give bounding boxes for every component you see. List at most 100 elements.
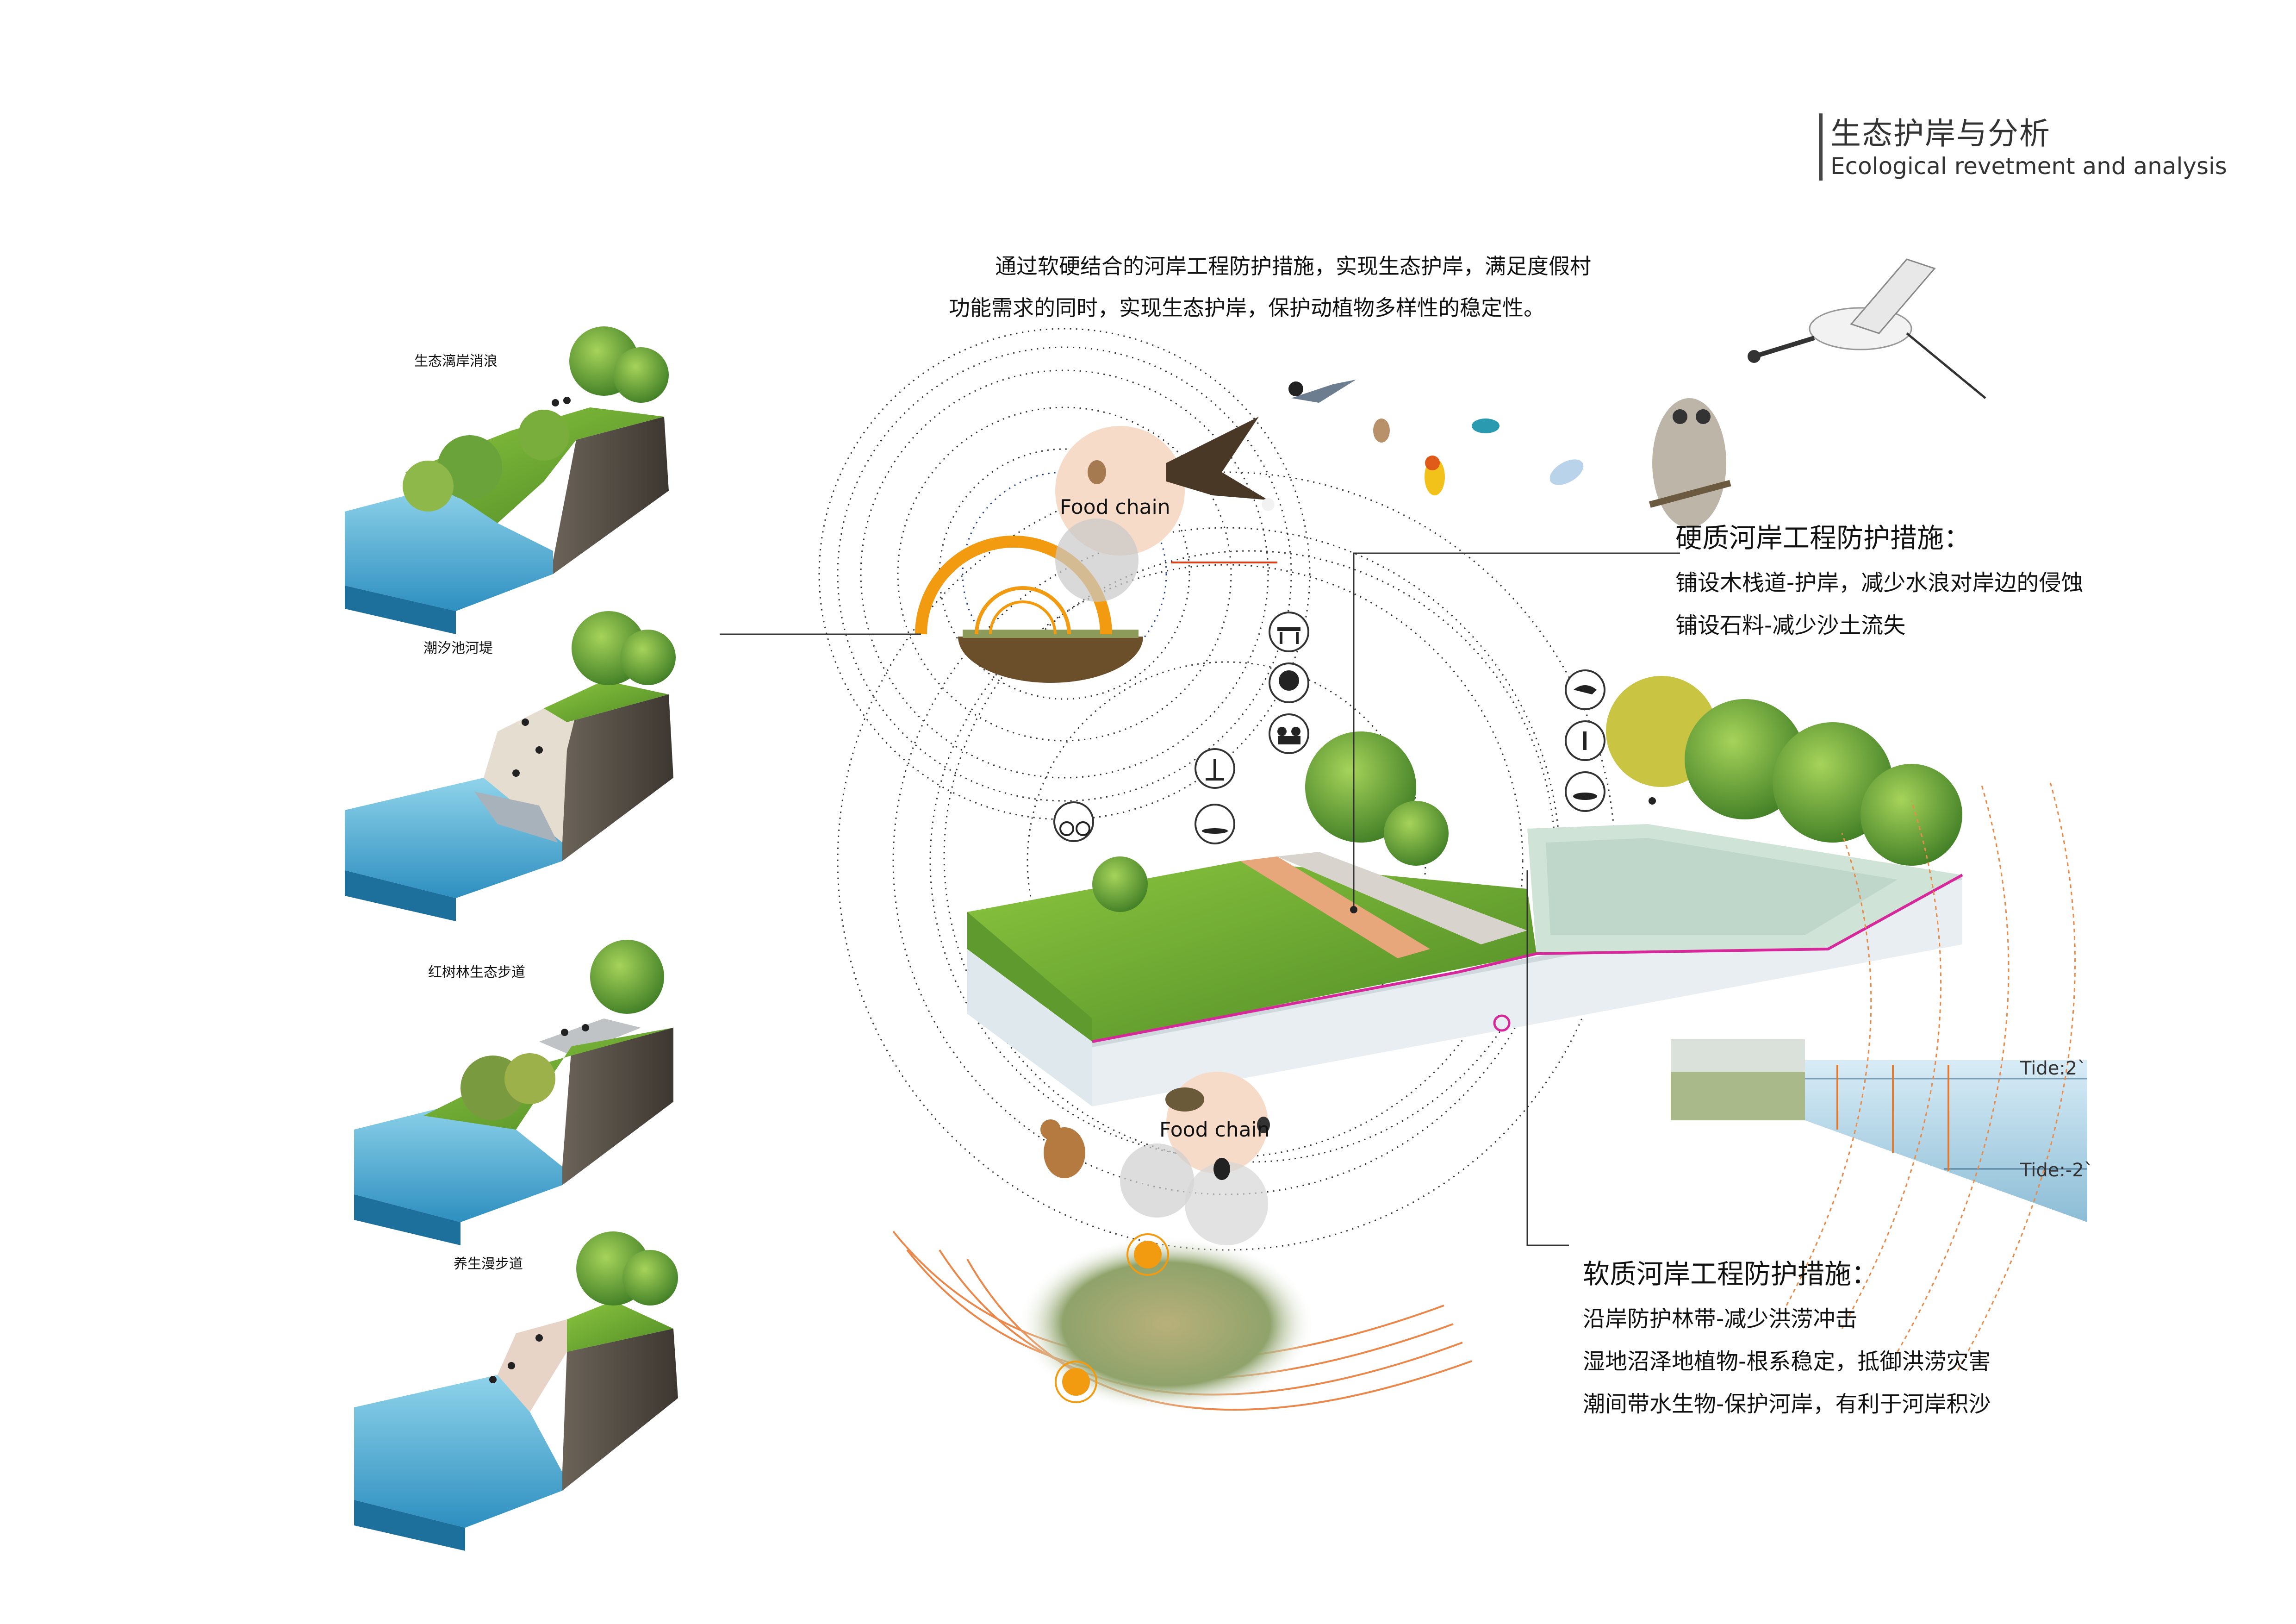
person-icon (552, 399, 559, 406)
hummingbird-icon (1472, 418, 1500, 433)
water-front (354, 1500, 465, 1551)
boardwalk (539, 1018, 641, 1056)
grass-top (544, 681, 669, 722)
orange-dashed-arc (1957, 782, 2076, 1371)
tree-canopy (620, 630, 676, 685)
food-chain-bottom (1040, 1072, 1270, 1245)
person-icon (522, 718, 529, 726)
soil-block (562, 1028, 673, 1185)
front-grass (967, 912, 1092, 1042)
person-icon (535, 1334, 543, 1342)
tree-silhouette (1120, 1143, 1194, 1218)
magenta-edge (1092, 874, 1963, 1043)
leader-line-hard (1353, 552, 1680, 910)
soil-block (553, 417, 669, 574)
section-card-2 (345, 611, 676, 921)
intro-line: 通过软硬结合的河岸工程防护措施，实现生态护岸，满足度假村 (995, 254, 1591, 279)
insect-icon (1257, 1117, 1270, 1133)
section-card-4 (354, 1231, 678, 1551)
picnic-table-icon (1269, 612, 1309, 652)
orange-markers (1055, 1233, 1169, 1403)
cyclist-icon (1053, 801, 1094, 842)
person-icon (561, 1029, 568, 1036)
eagle-icon (1166, 417, 1275, 511)
orange-dashed-arc (1897, 782, 2010, 1352)
title-block (1819, 113, 1823, 181)
orbit-ring (929, 564, 1524, 1158)
beetle-icon (1213, 1158, 1230, 1180)
tree-canopy (1092, 856, 1148, 912)
water-front (354, 1194, 460, 1245)
grass-top (567, 1301, 673, 1352)
tide-section (1805, 1060, 2087, 1222)
boardwalk-path (1240, 856, 1430, 958)
orange-marker-ring (1055, 1361, 1097, 1403)
tide-high-label: Tide:2` (2020, 1058, 2087, 1079)
soft-measures-heading: 软质河岸工程防护措施： (1583, 1258, 1879, 1290)
hard-measure-item: 铺设木栈道-护岸，减少水浪对岸边的侵蚀 (1675, 570, 2084, 596)
orbit-ring (962, 471, 1167, 677)
tide-photo-sky (1671, 1039, 1805, 1072)
orange-dashed-arc (1841, 800, 1941, 1329)
shrub (403, 461, 454, 512)
orange-marker (1134, 1241, 1162, 1268)
tide-diagram (1671, 1039, 2087, 1222)
food-chain-label: Food chain (1060, 495, 1170, 519)
title-divider (1819, 113, 1823, 181)
section-label: 红树林生态步道 (428, 964, 525, 981)
section-label: 潮汐池河堤 (423, 640, 493, 656)
magenta-marker (1493, 1014, 1511, 1032)
sparrow-icon (1373, 418, 1390, 443)
parrot-icon (1425, 456, 1445, 495)
frog-icon (1165, 1087, 1204, 1112)
squirrel-icon (1040, 1119, 1085, 1178)
tree-silhouette (1055, 518, 1139, 602)
section-card-3 (354, 940, 673, 1245)
water-block (354, 1375, 562, 1528)
wetland-photo (1018, 1236, 1314, 1412)
main-landscape-block (967, 552, 1963, 1246)
page-subtitle: Ecological revetment and analysis (1830, 153, 2227, 180)
kayak-icon (1195, 804, 1235, 844)
person-icon (512, 769, 520, 777)
water-front (345, 586, 456, 634)
section-label: 生态漓岸消浪 (414, 353, 498, 369)
tree-canopy (613, 347, 669, 403)
leader-line-soft (1526, 870, 1569, 1246)
soil-section (958, 637, 1143, 683)
section-label: 养生漫步道 (454, 1256, 523, 1272)
squirrel-icon-small (1088, 460, 1106, 484)
tide-low-label: Tide:-2` (2020, 1160, 2093, 1181)
tide-markers (1836, 1065, 1949, 1171)
leader-dot (1350, 906, 1357, 913)
page-title: 生态护岸与分析 (1830, 116, 2051, 151)
tree-canopy (1384, 801, 1449, 866)
rock-revetment (474, 792, 558, 843)
hard-measure-item: 铺设石料-减少沙土流失 (1675, 612, 1906, 638)
orange-marker (1062, 1368, 1090, 1396)
person-icon (489, 1376, 497, 1383)
person-icon (535, 746, 543, 754)
stepped-embankment (484, 708, 576, 843)
person-icon (582, 1024, 589, 1031)
tide-arcs (1786, 782, 2076, 1371)
orbit-ring (897, 406, 1232, 742)
tree-silhouette (1185, 1162, 1268, 1245)
orbit-ring (860, 369, 1269, 779)
person-icon (563, 397, 571, 404)
crane-icon (1748, 258, 1986, 399)
bird-icon (1288, 380, 1356, 403)
owl-icon (1649, 398, 1731, 528)
water-block (345, 486, 553, 611)
block-front-face (967, 949, 1092, 1106)
soft-measure-item: 湿地沼泽地植物-根系稳定，抵御洪涝灾害 (1583, 1349, 1991, 1374)
food-chain-top (720, 426, 1277, 683)
grass-strip (963, 630, 1139, 638)
orbit-ring (837, 346, 1292, 802)
butterfly-icon (1549, 459, 1584, 485)
pond-highlight (1546, 838, 1898, 935)
intro-line: 功能需求的同时，实现生态护岸，保护动植物多样性的稳定性。 (949, 295, 1545, 320)
soft-measures: 软质河岸工程防护措施： 沿岸防护林带-减少洪涝冲击 湿地沼泽地植物-根系稳定，抵… (1583, 1252, 1991, 1425)
promenade (1277, 852, 1527, 944)
soil-block (562, 694, 673, 861)
